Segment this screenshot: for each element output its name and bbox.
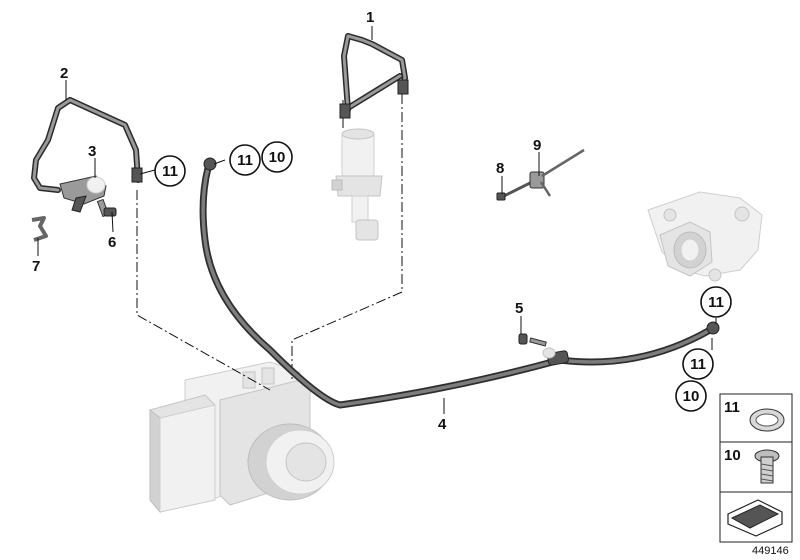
spring-clip-part-7 xyxy=(31,216,48,242)
callout-9: 9 xyxy=(533,137,541,154)
screw-part-5 xyxy=(518,333,556,359)
pipe-clamp xyxy=(59,175,107,213)
sealing-ring-icon xyxy=(749,408,785,432)
callout-2: 2 xyxy=(60,65,68,82)
callout-10-hose-end: 10 xyxy=(683,388,700,405)
callout-11-caliper: 11 xyxy=(708,294,724,311)
callout-10-hose-top: 10 xyxy=(269,149,286,166)
leader-lines xyxy=(37,26,717,414)
callout-3: 3 xyxy=(88,143,96,160)
rear-brake-caliper xyxy=(647,191,763,282)
rear-master-cylinder xyxy=(331,128,383,241)
callout-1: 1 xyxy=(366,9,374,26)
reference-number: 449146 xyxy=(752,545,789,557)
callout-11-hose-top: 11 xyxy=(237,152,253,169)
legend-label-11: 11 xyxy=(724,399,740,416)
direction-arrow-icon xyxy=(727,499,783,537)
callout-6: 6 xyxy=(108,234,116,251)
callout-11-hose-end: 11 xyxy=(690,356,706,373)
brake-pipe-rear xyxy=(339,33,409,119)
banjo-bolt-icon xyxy=(754,449,780,484)
cable-holder-parts-8-9 xyxy=(496,148,585,201)
bolt-part-6 xyxy=(96,198,117,218)
callout-11-front-pipe: 11 xyxy=(162,163,178,180)
callout-8: 8 xyxy=(496,160,504,177)
circled-callouts: 11 11 10 11 11 10 xyxy=(154,141,732,412)
legend-panel: 11 10 xyxy=(719,393,793,543)
callout-labels: 1 2 3 6 7 8 9 5 4 xyxy=(32,9,541,433)
callout-4: 4 xyxy=(438,416,447,433)
callout-7: 7 xyxy=(32,258,40,275)
brake-pipe-front xyxy=(31,97,143,193)
callout-5: 5 xyxy=(515,300,523,317)
legend-label-10: 10 xyxy=(724,447,741,464)
